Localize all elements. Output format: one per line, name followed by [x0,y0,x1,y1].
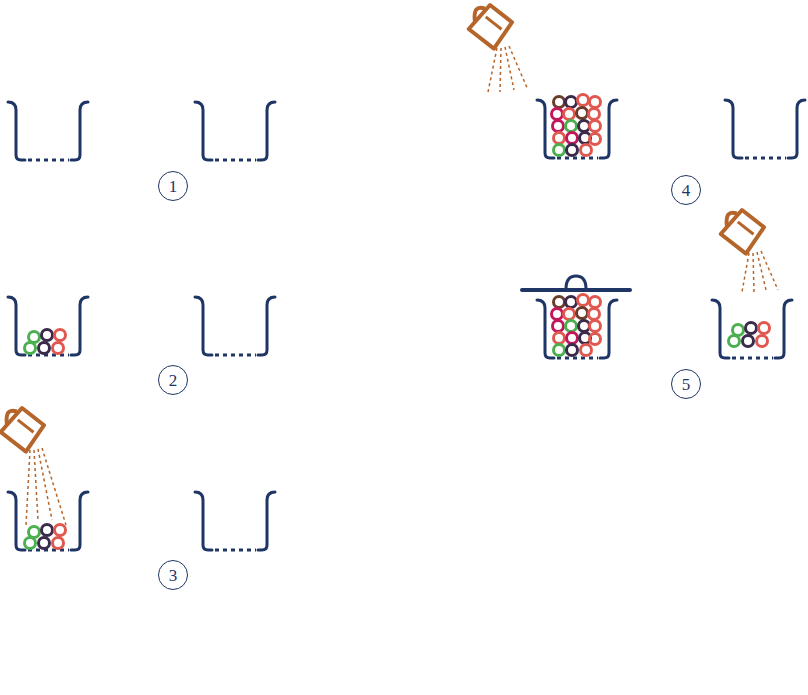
step-number-circle: 1 [158,171,188,201]
step-number-circle: 4 [671,175,701,205]
step-number-circle: 3 [158,560,188,590]
step-number: 1 [169,178,178,195]
step-number: 2 [169,372,178,389]
step-number: 4 [682,182,691,199]
step-number-circle: 5 [671,369,701,399]
step-number: 5 [682,376,691,393]
step-number: 3 [169,567,178,584]
step-number-circle: 2 [158,365,188,395]
